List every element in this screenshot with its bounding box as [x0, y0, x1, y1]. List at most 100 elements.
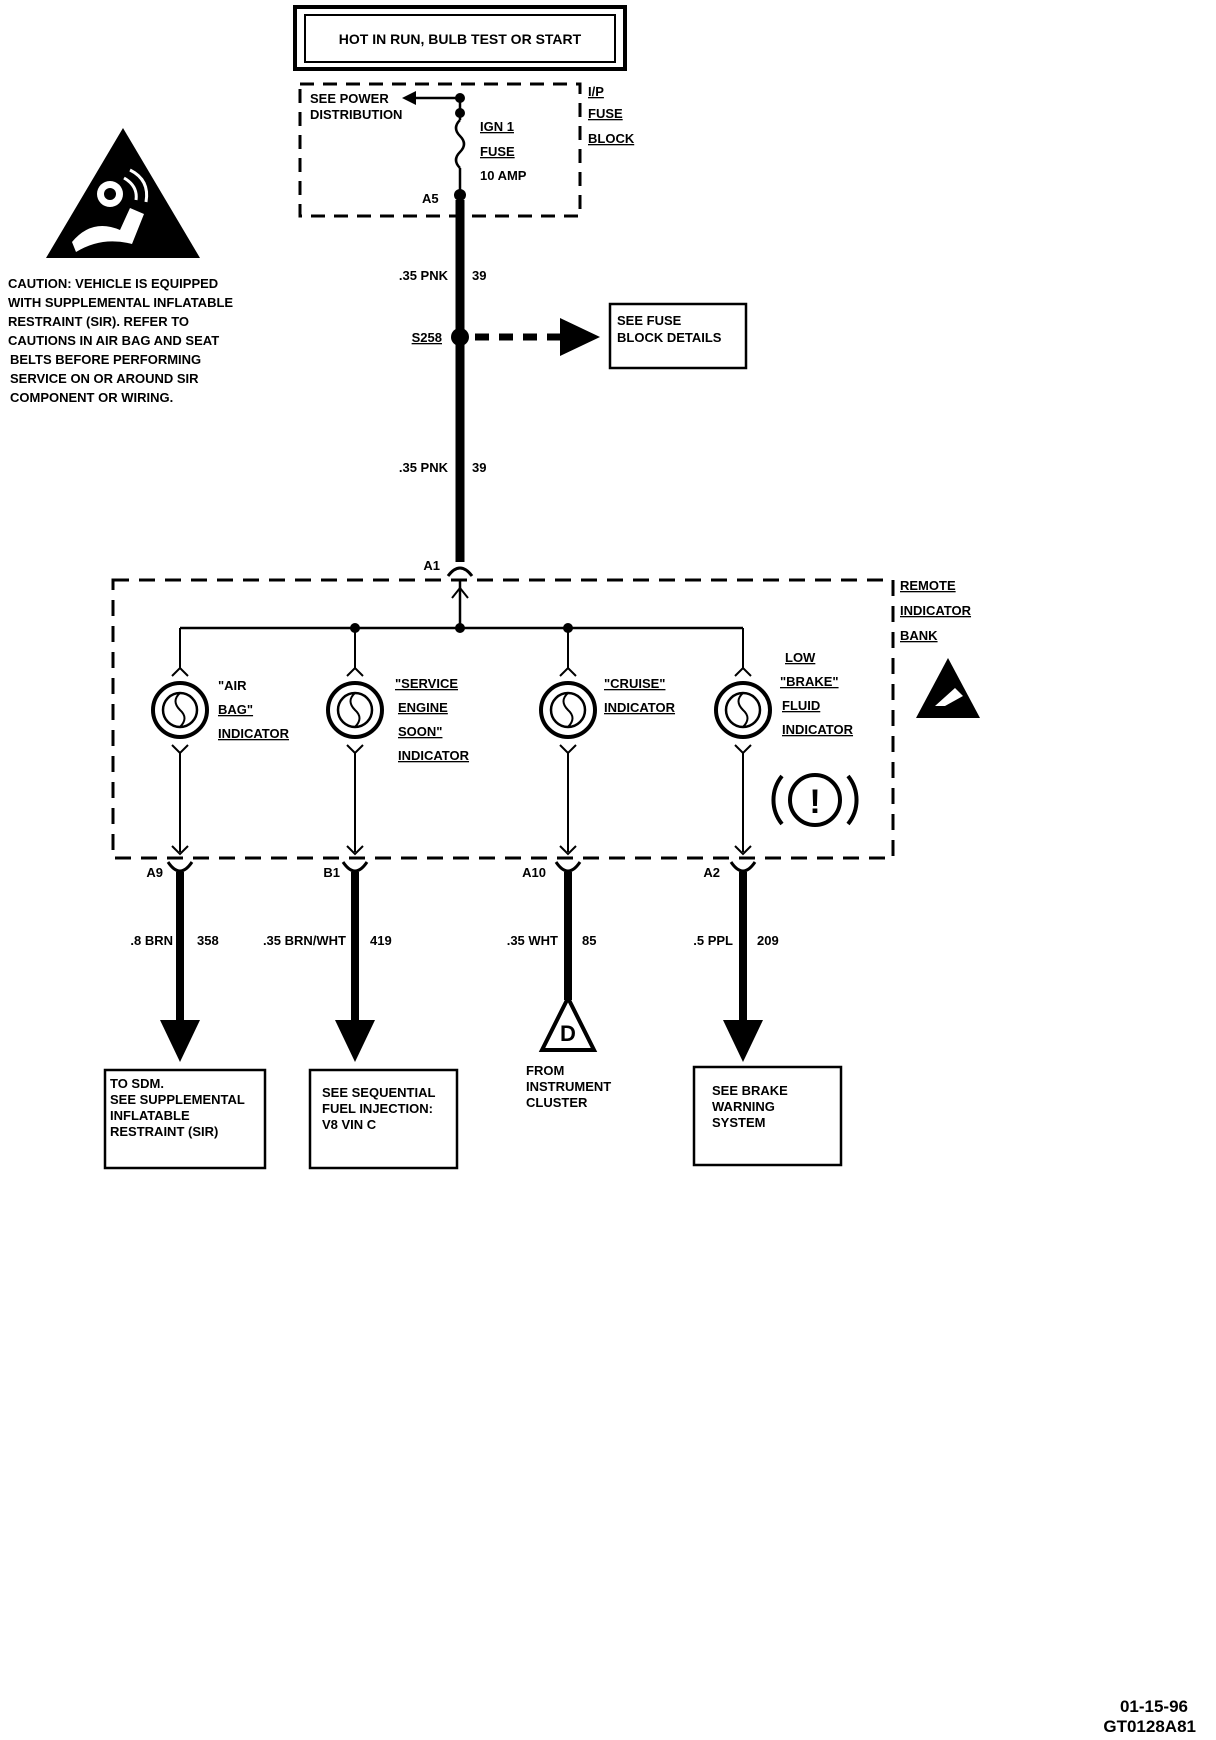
indicator-label-line2: INDICATOR: [604, 700, 676, 715]
see-power-line1: SEE POWER: [310, 91, 389, 106]
indicator-low-brake-fluid: LOW "BRAKE" FLUID INDICATOR: [714, 628, 854, 856]
remote-indicator-bank: [111, 578, 895, 860]
splice-ref-line1: SEE FUSE: [617, 313, 682, 328]
caution-line4: CAUTIONS IN AIR BAG AND SEAT: [8, 333, 219, 348]
indicator-service-engine-soon: "SERVICE ENGINE SOON" INDICATOR: [326, 628, 470, 856]
wire-circuit: 358: [197, 933, 219, 948]
fuse-icon: [454, 119, 466, 169]
wire-circuit: 209: [757, 933, 779, 948]
wire-gauge: .35 WHT: [507, 933, 558, 948]
wire-circuit: 85: [582, 933, 596, 948]
wire-top-circuit: 39: [472, 268, 486, 283]
output-wire-low-brake-fluid: .5 PPL 209: [693, 872, 779, 1062]
fuse-name-line2: FUSE: [480, 144, 515, 159]
dest-line2: SEE SUPPLEMENTAL: [110, 1092, 245, 1107]
dest-line2: FUEL INJECTION:: [322, 1101, 433, 1116]
terminal-label: B1: [323, 865, 340, 880]
indicator-label-line3: SOON": [398, 724, 442, 739]
brake-symbol-text: !: [809, 783, 820, 821]
bank-input-terminal: A1: [423, 558, 440, 573]
caution-line5: BELTS BEFORE PERFORMING: [10, 352, 201, 367]
caution-line1: CAUTION: VEHICLE IS EQUIPPED: [8, 276, 218, 291]
dest-line3: SYSTEM: [712, 1115, 765, 1130]
output-wire-air-bag: .8 BRN 358: [130, 872, 219, 1062]
splice-ref-line2: BLOCK DETAILS: [617, 330, 722, 345]
wire-gauge: .8 BRN: [130, 933, 173, 948]
arrow-down-icon: [723, 1020, 763, 1062]
caution-text: CAUTION: VEHICLE IS EQUIPPED WITH SUPPLE…: [8, 276, 233, 405]
terminal-label: A10: [522, 865, 546, 880]
dest-line3: V8 VIN C: [322, 1117, 377, 1132]
output-wire-service-engine-soon: .35 BRN/WHT 419: [263, 872, 392, 1062]
arrow-down-icon: [335, 1020, 375, 1062]
indicator-cruise: "CRUISE" INDICATOR: [539, 628, 676, 856]
indicator-label-line1: "SERVICE: [395, 676, 458, 691]
caution-line6: SERVICE ON OR AROUND SIR: [10, 371, 199, 386]
wire-top-gauge: .35 PNK: [399, 268, 449, 283]
splice-s258: S258 SEE FUSE BLOCK DETAILS: [412, 302, 748, 370]
dest-line2: WARNING: [712, 1099, 775, 1114]
fuse-name-line1: IGN 1: [480, 119, 514, 134]
dest-line1: FROM: [526, 1063, 564, 1078]
indicator-label-line1: "CRUISE": [604, 676, 665, 691]
power-header-text: HOT IN RUN, BULB TEST OR START: [339, 31, 582, 47]
wire-circuit: 419: [370, 933, 392, 948]
sir-caution-small-icon: [916, 658, 980, 718]
wire-gauge: .35 BRN/WHT: [263, 933, 346, 948]
wire-mid-gauge: .35 PNK: [399, 460, 449, 475]
indicator-label-line3: FLUID: [782, 698, 820, 713]
arrow-right-icon: [560, 318, 600, 356]
bank-name-line2: INDICATOR: [900, 603, 972, 618]
see-power-line2: DISTRIBUTION: [310, 107, 402, 122]
caution-line7: COMPONENT OR WIRING.: [10, 390, 173, 405]
ip-fuse-block: SEE POWER DISTRIBUTION IGN 1 FUSE 10 AMP…: [298, 82, 635, 218]
wire-gauge: .5 PPL: [693, 933, 733, 948]
dest-box-sfi: SEE SEQUENTIAL FUEL INJECTION: V8 VIN C: [308, 1068, 459, 1170]
fuse-name-line3: 10 AMP: [480, 168, 527, 183]
indicator-label-line2: ENGINE: [398, 700, 448, 715]
dest-box-sdm: TO SDM. SEE SUPPLEMENTAL INFLATABLE REST…: [103, 1068, 267, 1170]
dest-line4: RESTRAINT (SIR): [110, 1124, 218, 1139]
fuse-terminal: A5: [422, 191, 439, 206]
output-terminals: A9 B1 A10 A2: [146, 861, 757, 880]
block-name-line1: I/P: [588, 84, 604, 99]
terminal-label: A9: [146, 865, 163, 880]
stamp-date: 01-15-96: [1120, 1697, 1188, 1716]
indicator-label-line4: INDICATOR: [398, 748, 470, 763]
caution-line3: RESTRAINT (SIR). REFER TO: [8, 314, 189, 329]
dest-line1: SEE SEQUENTIAL: [322, 1085, 435, 1100]
indicator-label-line1: LOW: [785, 650, 816, 665]
arrow-down-icon: [160, 1020, 200, 1062]
terminal-label: A2: [703, 865, 720, 880]
bank-name-line3: BANK: [900, 628, 938, 643]
connector-letter: D: [560, 1021, 576, 1046]
wire-mid-circuit: 39: [472, 460, 486, 475]
output-wire-cruise: D .35 WHT 85: [507, 872, 598, 1052]
block-name-line3: BLOCK: [588, 131, 635, 146]
caution-line2: WITH SUPPLEMENTAL INFLATABLE: [8, 295, 233, 310]
indicator-air-bag: "AIR BAG" INDICATOR: [151, 628, 290, 856]
sir-caution-icon: [46, 128, 200, 258]
dest-from-instrument-cluster: FROM INSTRUMENT CLUSTER: [526, 1063, 611, 1110]
arrow-left-icon: [402, 91, 416, 105]
connector-triangle-icon: [538, 993, 598, 1052]
indicator-label-line3: INDICATOR: [218, 726, 290, 741]
stamp-code: GT0128A81: [1103, 1717, 1196, 1736]
dest-line2: INSTRUMENT: [526, 1079, 611, 1094]
dest-line1: SEE BRAKE: [712, 1083, 788, 1098]
indicator-label-line2: BAG": [218, 702, 253, 717]
block-name-line2: FUSE: [588, 106, 623, 121]
splice-id: S258: [412, 330, 442, 345]
indicator-label-line1: "AIR: [218, 678, 247, 693]
bank-name-line1: REMOTE: [900, 578, 956, 593]
dest-line3: CLUSTER: [526, 1095, 588, 1110]
brake-warning-icon: !: [771, 773, 859, 827]
dest-box-brake-warning: SEE BRAKE WARNING SYSTEM: [692, 1065, 843, 1167]
power-header: HOT IN RUN, BULB TEST OR START: [293, 5, 627, 71]
connector-a1-icon: [446, 566, 474, 577]
dest-line1: TO SDM.: [110, 1076, 164, 1091]
indicator-label-line2: "BRAKE": [780, 674, 839, 689]
indicator-label-line4: INDICATOR: [782, 722, 854, 737]
dest-line3: INFLATABLE: [110, 1108, 190, 1123]
